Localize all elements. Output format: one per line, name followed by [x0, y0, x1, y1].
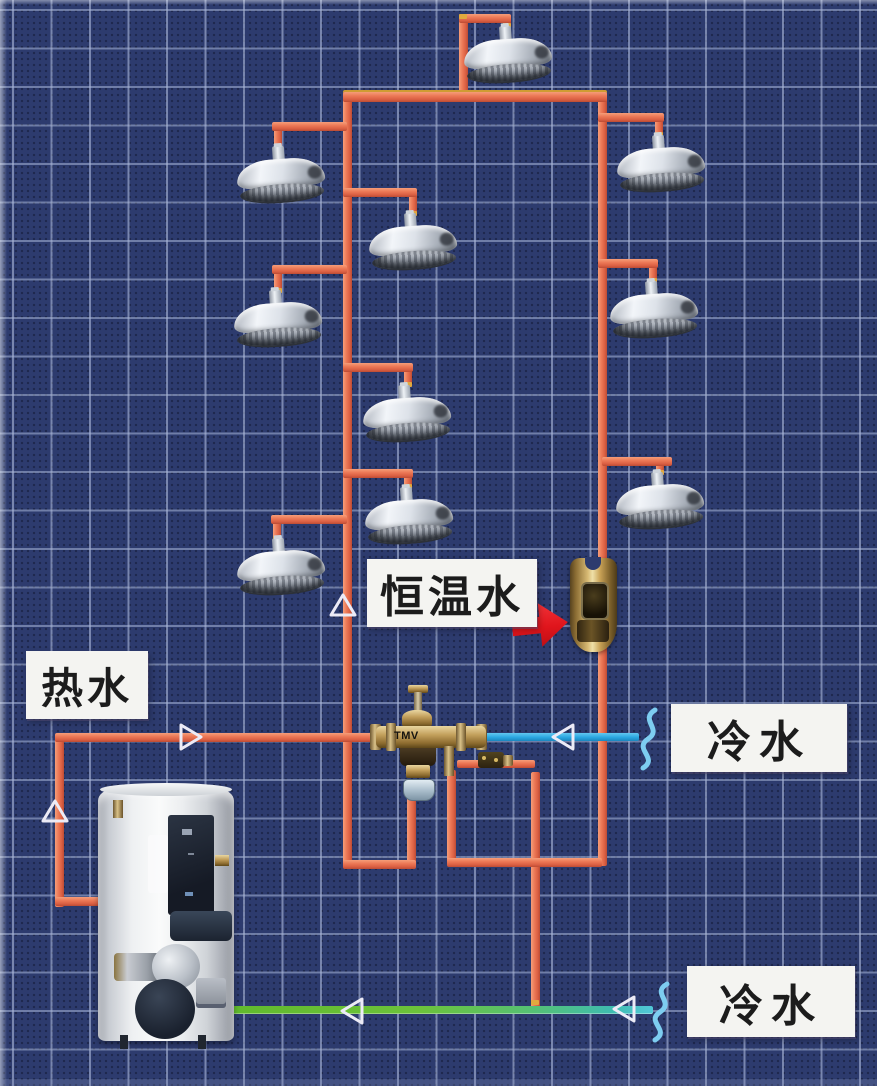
- pipe-break-symbol-blue: [633, 706, 663, 772]
- pipe-branch-shower-3: [272, 265, 347, 274]
- shower-head-6: [233, 535, 329, 603]
- flow-arrow-left-cold-green-1: [337, 994, 367, 1028]
- pipe-branch-shower-4: [343, 363, 413, 372]
- label-hot-water: 热水: [26, 651, 148, 719]
- tmv-return-drop: [444, 746, 454, 776]
- heater-burner-housing: [170, 911, 232, 941]
- shower-head-3: [230, 287, 326, 355]
- flow-arrow-up-riser: [326, 590, 360, 620]
- shower-head-9: [612, 469, 708, 537]
- pipe-stub-shower-8: [649, 263, 657, 283]
- heater-label-strip: [148, 835, 168, 893]
- water-heater: [98, 783, 234, 1049]
- flow-arrow-right-hot: [176, 720, 206, 754]
- pipe-break-symbol-green: [645, 980, 675, 1044]
- tmv-union-ring-left: [386, 723, 396, 751]
- pipe-return-drop: [447, 770, 456, 864]
- pipe-stub-shower-7: [655, 117, 663, 137]
- label-constant-temp-water-text: 恒温水: [380, 573, 524, 622]
- pipe-heater-outlet: [55, 897, 115, 906]
- shower-head-top: [460, 23, 556, 91]
- pipe-trunk-right: [598, 96, 607, 866]
- pipe-branch-shower-9: [602, 457, 672, 466]
- pipe-return-bottom-link: [447, 858, 602, 867]
- shower-head-5: [361, 484, 457, 552]
- shower-head-8: [606, 278, 702, 346]
- check-valve-body: [478, 752, 504, 768]
- valve-band: [577, 620, 609, 642]
- pipe-cold-water-green: [228, 1006, 653, 1014]
- pipe-branch-shower-7: [598, 113, 664, 122]
- pipe-branch-shower-1: [272, 122, 347, 131]
- pipe-branch-shower-6: [271, 515, 347, 524]
- pipe-branch-shower-5: [343, 469, 413, 478]
- scan-edge-bottom: [0, 1079, 877, 1086]
- pipe-riser-left: [343, 96, 352, 868]
- heater-fitting-left: [113, 800, 123, 818]
- label-cold-water-mid-text: 冷水: [707, 718, 811, 767]
- tmv-union-ring-right: [456, 723, 466, 751]
- pipe-cold-feed-vertical: [531, 772, 540, 1008]
- inline-brass-valve: [570, 557, 617, 652]
- pipe-stub-shower-2: [409, 192, 417, 216]
- tmv-handle-cap: [408, 685, 428, 693]
- shower-head-1: [233, 143, 329, 211]
- heater-fitting-right: [215, 855, 229, 866]
- valve-top-notch: [585, 557, 601, 570]
- thermostatic-mixing-valve: TMV: [370, 683, 520, 815]
- tmv-marking: TMV: [394, 730, 419, 742]
- label-cold-water-bottom-text: 冷水: [719, 981, 823, 1031]
- flow-arrow-left-cold-blue: [548, 720, 578, 754]
- valve-window: [581, 582, 609, 620]
- shower-head-7: [613, 132, 709, 200]
- pipe-top-feed-vertical: [459, 14, 468, 98]
- pipe-main-header: [343, 92, 607, 102]
- pipe-stub-shower-5: [404, 473, 412, 489]
- tmv-outlet-cap: [403, 779, 435, 801]
- pipe-branch-shower-8: [598, 259, 658, 268]
- label-hot-water-text: 热水: [40, 664, 133, 712]
- pipe-stub-shower-4: [404, 367, 412, 387]
- heater-leg-left: [120, 1035, 128, 1049]
- shower-head-2: [365, 210, 461, 278]
- pipe-mixed-outlet-drop: [407, 798, 416, 866]
- pipe-hot-supply-horizontal: [55, 733, 383, 742]
- pipe-mixed-bottom-link: [343, 860, 416, 869]
- heater-leg-right: [198, 1035, 206, 1049]
- heater-valve-bracket: [196, 978, 226, 1008]
- tmv-handle-stem: [414, 692, 422, 712]
- pipe-branch-shower-2: [343, 188, 417, 197]
- check-valve-nut: [503, 755, 513, 766]
- label-constant-temp-water: 恒温水: [367, 559, 537, 627]
- heater-top-lip: [100, 783, 232, 796]
- flow-arrow-left-cold-green-2: [609, 992, 639, 1026]
- flow-arrow-up-hot: [38, 796, 72, 826]
- tmv-lower-ring: [406, 765, 430, 778]
- label-cold-water-bottom: 冷水: [687, 966, 855, 1037]
- scan-edge-left: [0, 0, 7, 1086]
- pipe-stub-shower-1: [274, 126, 282, 150]
- shower-head-4: [359, 382, 455, 450]
- tmv-thermostat-housing: [400, 748, 436, 766]
- tmv-bonnet: [402, 710, 432, 727]
- heater-control-panel: [168, 815, 214, 915]
- scan-edge-top: [0, 0, 877, 5]
- pipe-joint: [531, 1000, 539, 1005]
- label-cold-water-mid: 冷水: [671, 704, 847, 772]
- pipe-stub-shower-6: [273, 519, 281, 541]
- tmv-union-nut-left: [370, 724, 381, 750]
- pipe-joint: [459, 14, 467, 19]
- heater-pump-volute: [135, 979, 195, 1039]
- pipe-stub-shower-3: [274, 269, 282, 293]
- pipe-cold-water-blue: [477, 733, 639, 741]
- pipe-top-feed-horizontal: [459, 14, 511, 23]
